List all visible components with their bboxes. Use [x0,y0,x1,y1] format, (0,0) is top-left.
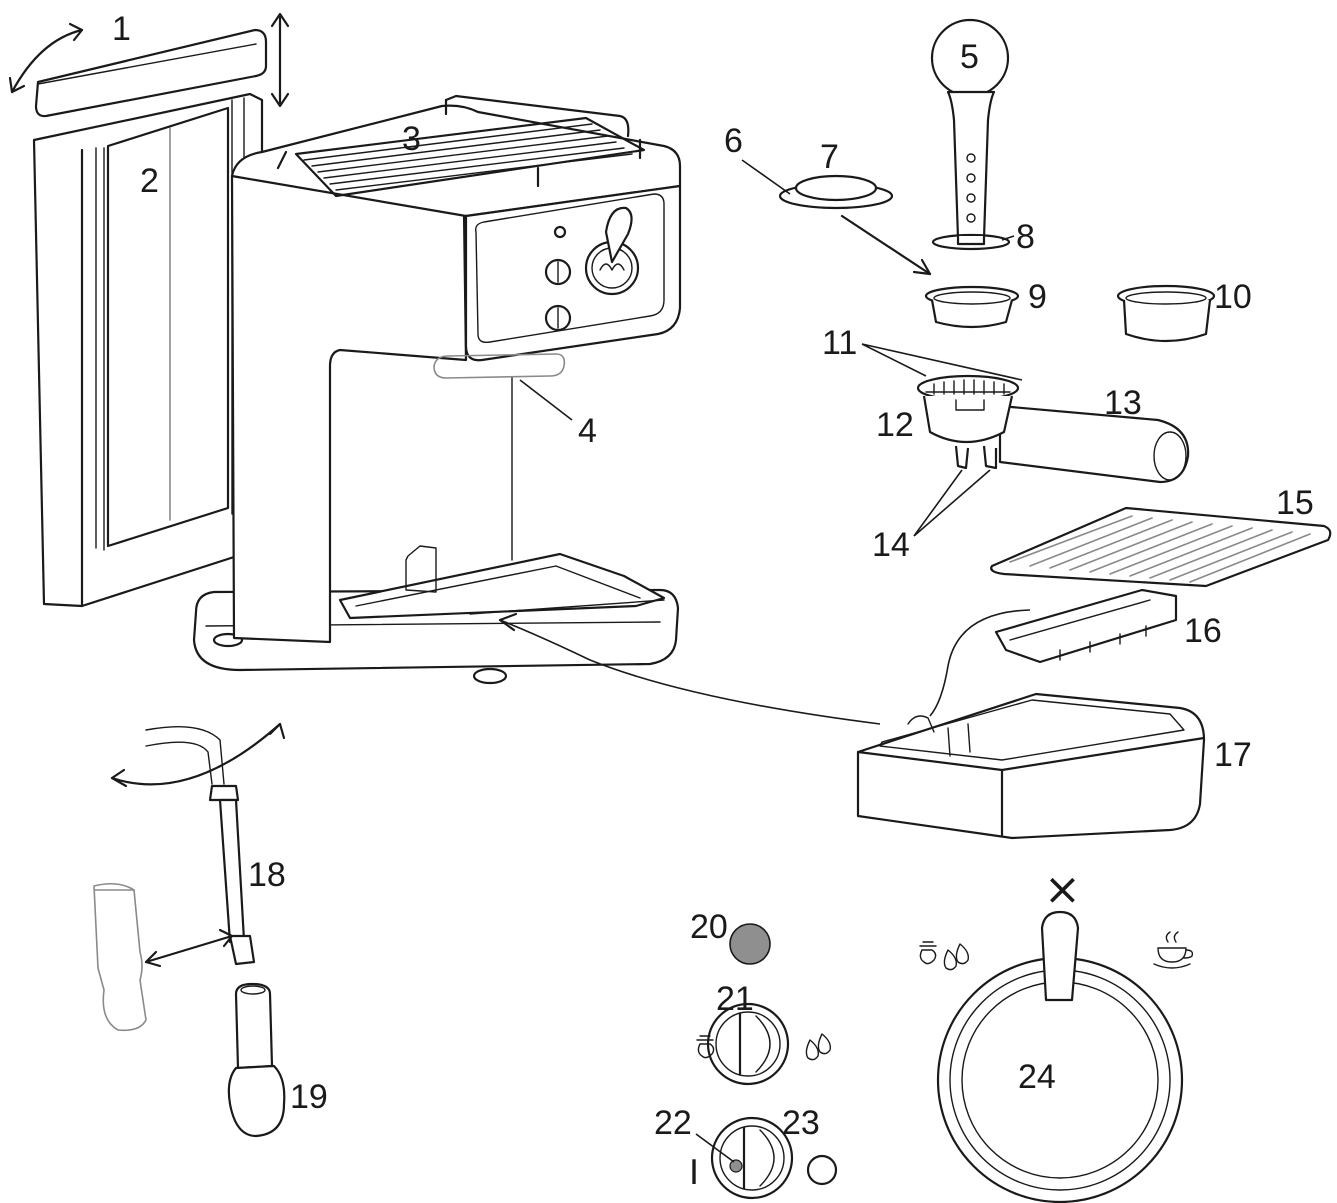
water-level-float [929,588,1178,717]
rotate-arrow [10,28,84,94]
water-drops-icon [805,1033,832,1061]
power-switch-knob [710,1116,794,1200]
label-7: 7 [820,138,839,176]
indicator-light [729,923,771,965]
label-8: 8 [1016,218,1035,256]
label-9: 9 [1028,278,1047,316]
label-19: 19 [290,1078,328,1116]
leader-8 [1001,235,1015,241]
label-20: 20 [690,908,728,946]
label-4: 4 [578,412,597,450]
tamper [930,18,1011,251]
label-2: 2 [140,162,159,200]
label-1: 1 [112,10,131,48]
label-11: 11 [822,324,857,362]
water-tank-lid [8,12,290,118]
label-15: 15 [1276,484,1314,522]
control-panel-detail: I [689,923,838,1200]
frothing-nozzle [227,982,286,1138]
steam-water-icon [919,941,970,971]
steam-wand [93,722,286,1032]
off-position-marker [806,1154,838,1186]
portafilter [861,343,1190,537]
label-13: 13 [1104,384,1142,422]
label-16: 16 [1184,612,1222,650]
off-x-mark: × [1044,864,1081,915]
label-18: 18 [248,856,286,894]
label-12: 12 [876,406,914,444]
filter-basket-single [924,285,1020,329]
label-22: 22 [654,1104,692,1142]
on-symbol: I [689,1153,699,1193]
label-10: 10 [1214,278,1252,316]
label-17: 17 [1214,736,1252,774]
coffee-cup-icon [1153,931,1194,969]
brewing-head [433,353,566,561]
water-tank [32,92,264,608]
cup-warming-grill [276,94,646,198]
pod-adapter [778,174,932,276]
drip-tray-grid [990,506,1332,588]
label-5: 5 [960,38,979,76]
steam-icon [696,1035,715,1059]
swivel-arrow [110,722,282,786]
leader-6 [741,159,791,195]
leader-4 [519,379,573,421]
label-24: 24 [1018,1058,1056,1096]
label-21: 21 [716,980,754,1018]
machine-body [192,94,682,685]
attach-arrow [144,934,234,964]
indicator-dot [553,225,567,239]
label-6: 6 [724,122,743,160]
function-selector-dial: × [919,864,1194,1203]
filter-basket-double [1116,284,1216,343]
label-23: 23 [782,1104,820,1142]
label-14: 14 [872,526,910,564]
label-3: 3 [402,120,421,158]
drip-tray [498,612,1206,840]
